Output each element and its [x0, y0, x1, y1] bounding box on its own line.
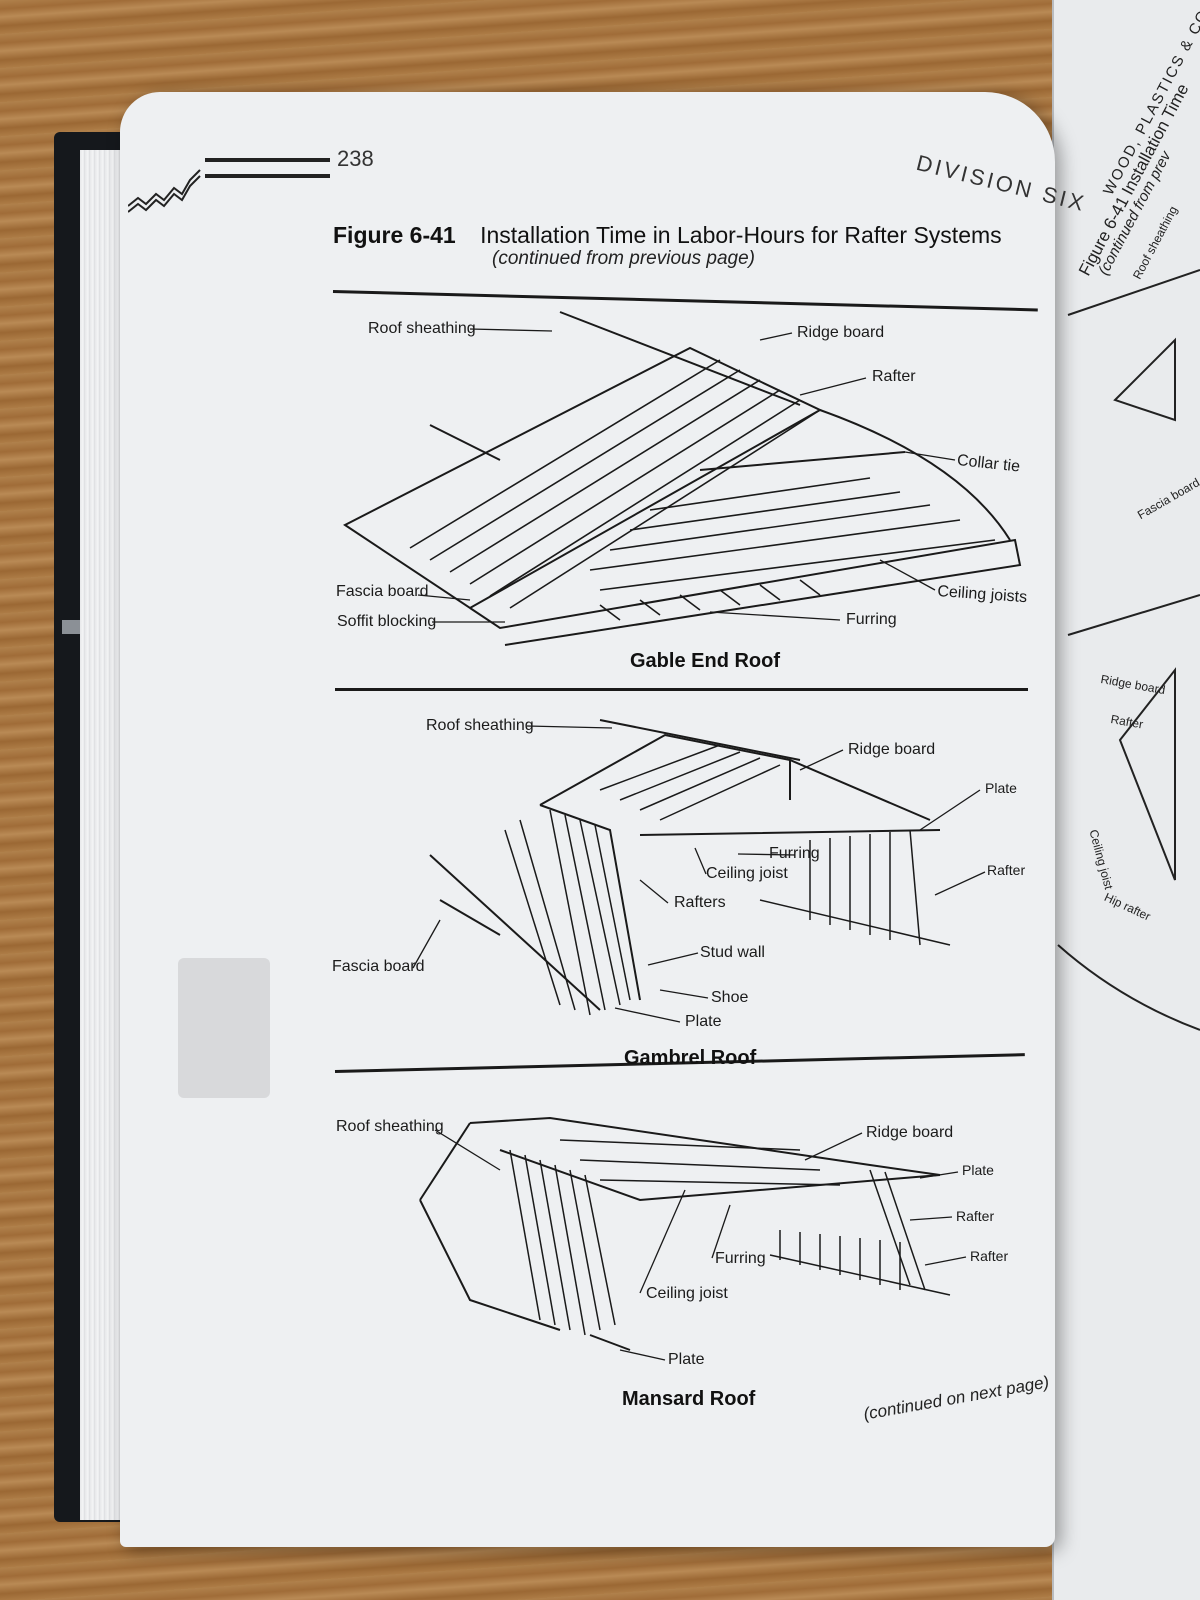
- label-plate: Plate: [962, 1162, 994, 1178]
- mansard-roof-drawing: [419, 1116, 951, 1351]
- label-furring: Furring: [715, 1250, 766, 1267]
- label-roof-sheathing: Roof sheathing: [426, 717, 534, 734]
- label-ceiling-joist: Ceiling joist: [646, 1285, 728, 1302]
- figure-title-text: Installation Time in Labor-Hours for Raf…: [480, 222, 1002, 248]
- label-shoe: Shoe: [711, 989, 749, 1006]
- caption-mansard-roof: Mansard Roof: [622, 1388, 756, 1410]
- figure-title: Figure 6-41 Installation Time in Labor-H…: [333, 222, 1002, 249]
- figure-label: Figure 6-41: [333, 222, 456, 248]
- label-stud-wall: Stud wall: [700, 944, 765, 961]
- caption-gable-end-roof: Gable End Roof: [630, 650, 780, 672]
- label-furring: Furring: [769, 845, 820, 862]
- book-page: [120, 92, 1055, 1547]
- label-fascia-board: Fascia board: [332, 958, 425, 975]
- label-furring: Furring: [846, 611, 897, 628]
- header-ornament: [128, 169, 201, 213]
- label-rafter: Rafter: [872, 368, 916, 385]
- label-ceiling-joist: Ceiling joist: [706, 865, 788, 882]
- figure-subtitle: (continued from previous page): [492, 248, 755, 269]
- caption-gambrel-roof: Gambrel Roof: [624, 1047, 757, 1069]
- label-rafters: Rafters: [674, 894, 726, 911]
- gambrel-roof-drawing: [429, 719, 951, 1016]
- label-soffit-blocking: Soffit blocking: [337, 613, 437, 630]
- label-plate: Plate: [985, 780, 1017, 796]
- label-plate: Plate: [685, 1013, 722, 1030]
- label-fascia-board: Fascia board: [336, 583, 429, 600]
- label-roof-sheathing: Roof sheathing: [336, 1118, 444, 1135]
- label-rafter: Rafter: [956, 1208, 995, 1224]
- label-rafter: Rafter: [987, 862, 1026, 878]
- page-shadow-patch: [178, 958, 270, 1098]
- label-ridge-board: Ridge board: [848, 741, 936, 758]
- header-rule: [205, 158, 330, 178]
- section-divider: [335, 688, 1028, 691]
- label-roof-sheathing: Roof sheathing: [368, 320, 476, 337]
- page-number: 238: [337, 146, 374, 171]
- gable-roof-drawing: [343, 311, 1022, 646]
- label-ridge-board: Ridge board: [797, 324, 885, 341]
- label-plate: Plate: [668, 1351, 705, 1368]
- label-ridge-board: Ridge board: [866, 1124, 954, 1141]
- label-rafter: Rafter: [970, 1248, 1009, 1264]
